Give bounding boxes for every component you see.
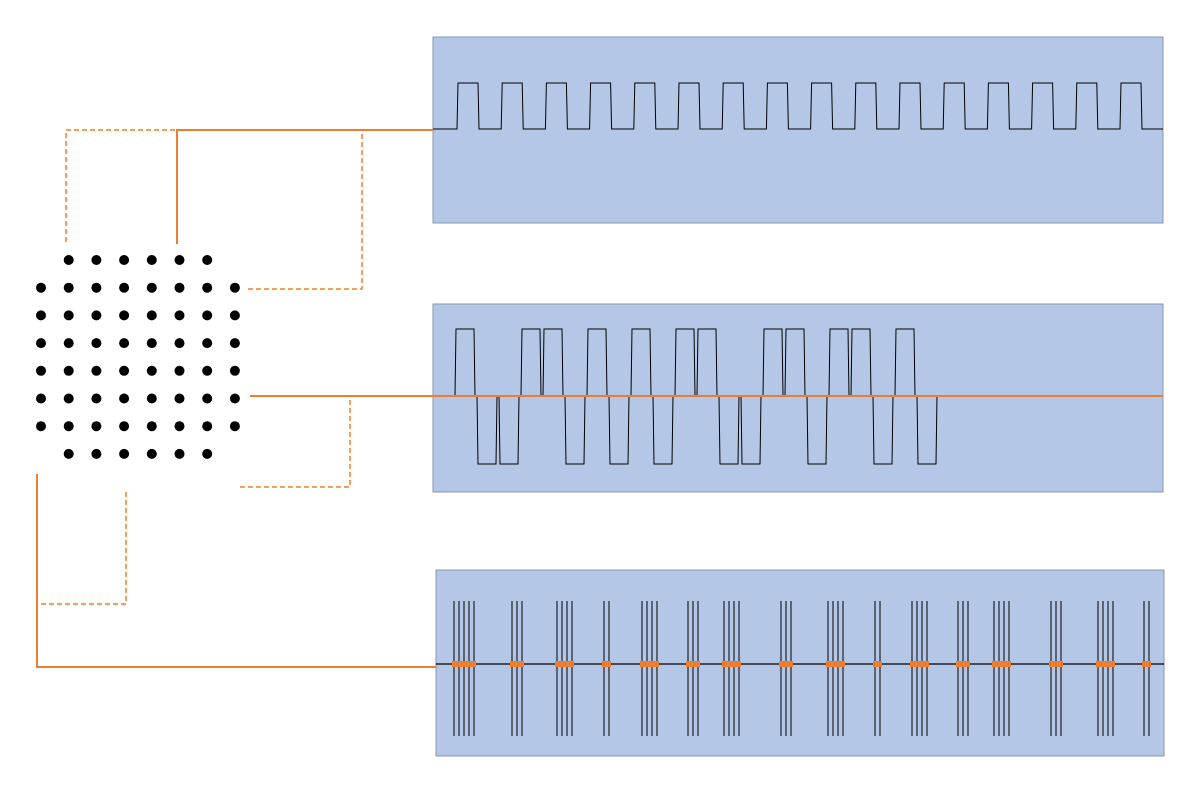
electrode-dot [36,338,46,349]
spike-burst-marker [602,661,611,667]
spike-burst-marker [1049,661,1063,667]
electrode-dot [119,393,130,404]
unipolar-square-wave [433,82,1163,130]
connector-top-dashed-right [248,130,363,290]
electrode-dot [202,421,213,432]
spike-train-waveform [436,601,1164,736]
electrode-dot [202,393,213,404]
electrode-dot [91,448,102,459]
electrode-dot [174,310,185,321]
electrode-dot [119,448,130,459]
spike-burst-marker [826,661,845,667]
electrode-dot [174,448,185,459]
electrode-dot [146,310,157,321]
electrode-dot [174,421,185,432]
electrode-dot [119,338,130,349]
electrode-dot [91,393,102,404]
electrode-dot [229,282,240,293]
electrode-dot [202,365,213,376]
electrode-dot [91,310,102,321]
electrode-dot [229,421,240,432]
spike-burst-marker [956,661,970,667]
spike-burst-marker [992,661,1011,667]
electrode-dot [91,255,102,265]
electrode-dot [202,448,213,459]
spike-burst-marker [686,661,700,667]
electrode-dot [146,338,157,349]
electrode-dot [63,282,74,293]
electrode-dot [202,255,213,265]
spike-burst-marker [555,661,574,667]
electrode-dot [174,365,185,376]
electrode-dot [174,393,185,404]
connector-lines [36,129,1163,668]
panel-bipolar-signal [432,303,1164,493]
electrode-dot [91,338,102,349]
spike-burst-marker [452,661,476,667]
electrode-dot [146,448,157,459]
electrode-dot [146,282,157,293]
spike-burst-marker [779,661,793,667]
spike-burst-marker [640,661,659,667]
electrode-dot [119,255,130,265]
electrode-dot [36,365,46,376]
electrode-dot [146,255,157,265]
spike-burst-marker [722,661,741,667]
spike-burst-marker [873,661,882,667]
connector-top-solid [176,129,433,244]
electrode-dot [174,338,185,349]
electrode-dot [119,421,130,432]
spike-burst-marker [510,661,524,667]
electrode-dot [174,282,185,293]
electrode-dot [229,393,240,404]
panel-unipolar-signal [432,36,1164,224]
connector-middle-dashed [240,396,351,488]
electrode-dot [174,255,185,265]
connector-bottom-solid [36,474,436,668]
connector-top-dashed-left [65,129,433,242]
electrode-dot [119,282,130,293]
electrode-dot [63,338,74,349]
electrode-dot [63,393,74,404]
spike-burst-marker [1142,661,1151,667]
connector-bottom-dashed [41,492,127,605]
electrode-dot [202,338,213,349]
electrode-dot [229,310,240,321]
electrode-dot [63,255,74,265]
electrode-dot [63,448,74,459]
electrode-dot [36,282,46,293]
electrode-dot [36,421,46,432]
electrode-dot [202,282,213,293]
spike-burst-marker [910,661,929,667]
electrode-dot [119,310,130,321]
electrode-dot [119,365,130,376]
electrode-dot [91,421,102,432]
unipolar-waveform [433,82,1163,130]
electrode-dot [63,310,74,321]
electrode-dot [36,393,46,404]
electrode-dot [202,310,213,321]
electrode-dot [229,338,240,349]
electrode-dot [146,365,157,376]
electrode-dot [146,393,157,404]
electrode-dot [229,365,240,376]
electrode-dot [91,282,102,293]
electrode-dot [63,365,74,376]
electrode-dot-grid [36,255,240,459]
electrode-dot [91,365,102,376]
electrode-dot [146,421,157,432]
electrode-dot [63,421,74,432]
electrode-dot [36,310,46,321]
spike-burst-marker [1096,661,1115,667]
